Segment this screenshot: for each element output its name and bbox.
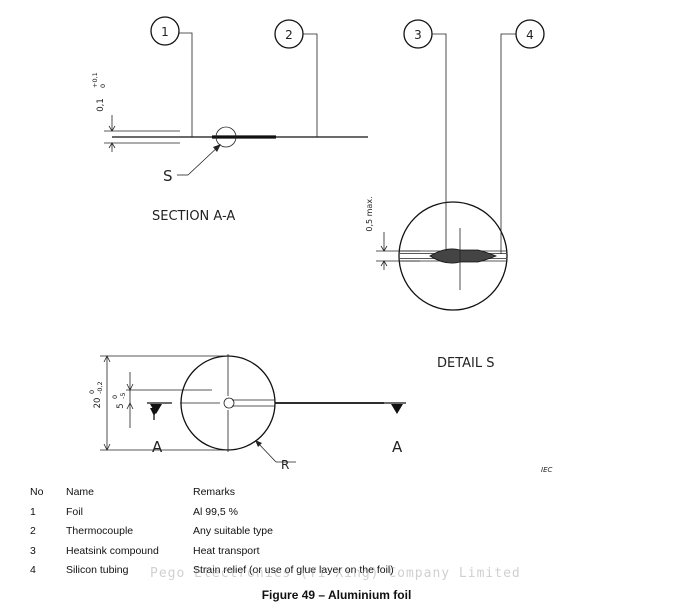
thickness-dim: 0,1 <box>96 98 106 112</box>
diameter-dim: 20 <box>93 398 103 409</box>
header-remarks: Remarks <box>193 486 236 498</box>
thickness-tol-lower: 0 <box>99 84 107 88</box>
detail-ref-label: S <box>163 167 173 185</box>
balloon-3: 3 <box>403 19 447 251</box>
section-mark-right: A <box>392 438 403 456</box>
offset-tol-upper: 0 <box>111 395 119 399</box>
figure-caption: Figure 49 – Aluminium foil <box>261 588 412 602</box>
technical-drawing: 0,1 +0,1 0 S SECTION A-A 1 2 <box>88 16 552 474</box>
detail-max-dim: 0,5 max. <box>365 196 374 231</box>
plan-view: A A 20 0 -0,2 5 0 -5 R <box>88 354 406 472</box>
header-name: Name <box>66 486 95 498</box>
section-title: SECTION A-A <box>152 209 235 224</box>
balloon-2: 2 <box>274 19 318 137</box>
offset-tol-lower: -5 <box>119 393 127 399</box>
section-mark-left: A <box>152 438 163 456</box>
header-no: No <box>30 486 44 498</box>
diameter-tol-upper: 0 <box>88 390 96 394</box>
svg-text:1: 1 <box>161 25 169 39</box>
svg-text:2: 2 <box>285 28 293 42</box>
svg-text:4: 4 <box>526 28 534 42</box>
balloon-4: 4 <box>500 19 545 254</box>
iec-mark: IEC <box>541 466 552 474</box>
offset-dim: 5 <box>116 403 126 408</box>
diameter-tol-lower: -0,2 <box>96 381 104 394</box>
section-a-a-view: 0,1 +0,1 0 S SECTION A-A <box>91 72 368 224</box>
svg-text:3: 3 <box>414 28 422 42</box>
watermark: Pego Electronics (Yi Xing) Company Limit… <box>150 566 521 581</box>
thickness-tol-upper: +0,1 <box>91 72 99 88</box>
detail-s-view: 0,5 max. DETAIL S <box>365 196 508 371</box>
balloon-1: 1 <box>150 16 193 137</box>
detail-title: DETAIL S <box>437 356 495 371</box>
radius-label: R <box>281 458 289 472</box>
